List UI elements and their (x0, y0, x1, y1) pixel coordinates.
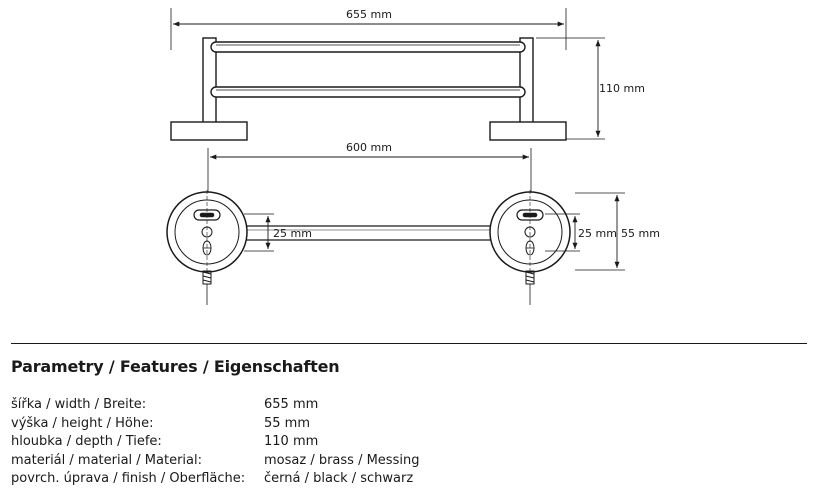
feature-label: hloubka / depth / Tiefe: (11, 434, 162, 450)
dimension-height: 110 mm (595, 40, 645, 137)
lower-rail (210, 86, 526, 98)
left-rosette (166, 190, 248, 274)
dimension-mount: 600 mm (207, 141, 532, 198)
dimension-tube-right: 25 mm (545, 213, 617, 252)
feature-label: šířka / width / Breite: (11, 397, 147, 412)
feature-value: 55 mm (264, 415, 311, 431)
dim-tube-right-label: 25 mm (578, 227, 617, 240)
feature-value: 655 mm (264, 397, 319, 412)
dim-width-label: 655 mm (346, 8, 392, 21)
section-divider (11, 343, 807, 344)
features-table: šířka / width / Breite: 655 mm výška / h… (11, 396, 419, 489)
table-row: povrch. úprava / finish / Oberfläche: če… (11, 470, 419, 489)
dimension-tube-left: 25 mm (244, 213, 312, 252)
right-rosette (489, 190, 571, 274)
right-base (489, 121, 567, 141)
table-row: šířka / width / Breite: 655 mm (11, 396, 419, 415)
dim-height-label: 110 mm (599, 82, 645, 95)
feature-label: výška / height / Höhe: (11, 415, 154, 431)
dimension-width: 655 mm (173, 8, 564, 27)
left-screw (202, 270, 212, 305)
dim-rosette-label: 55 mm (621, 227, 660, 240)
feature-label: materiál / material / Material: (11, 452, 203, 468)
table-row: hloubka / depth / Tiefe: 110 mm (11, 433, 419, 452)
dimension-rosette: 55 mm (575, 192, 660, 271)
table-row: výška / height / Höhe: 55 mm (11, 415, 419, 434)
front-view (170, 8, 605, 141)
top-view (166, 190, 571, 305)
right-screw (525, 270, 535, 305)
technical-drawing: 655 mm 110 mm 600 mm (166, 8, 660, 305)
dim-tube-left-label: 25 mm (273, 227, 312, 240)
dim-mount-label: 600 mm (346, 141, 392, 154)
features-title: Parametry / Features / Eigenschaften (11, 357, 340, 376)
feature-value: 110 mm (264, 434, 319, 450)
table-row: materiál / material / Material: mosaz / … (11, 452, 419, 471)
feature-value: černá / black / schwarz (264, 471, 414, 487)
feature-label: povrch. úprava / finish / Oberfläche: (11, 471, 246, 487)
upper-rail (210, 41, 526, 53)
left-base (170, 121, 248, 141)
feature-value: mosaz / brass / Messing (264, 452, 420, 468)
